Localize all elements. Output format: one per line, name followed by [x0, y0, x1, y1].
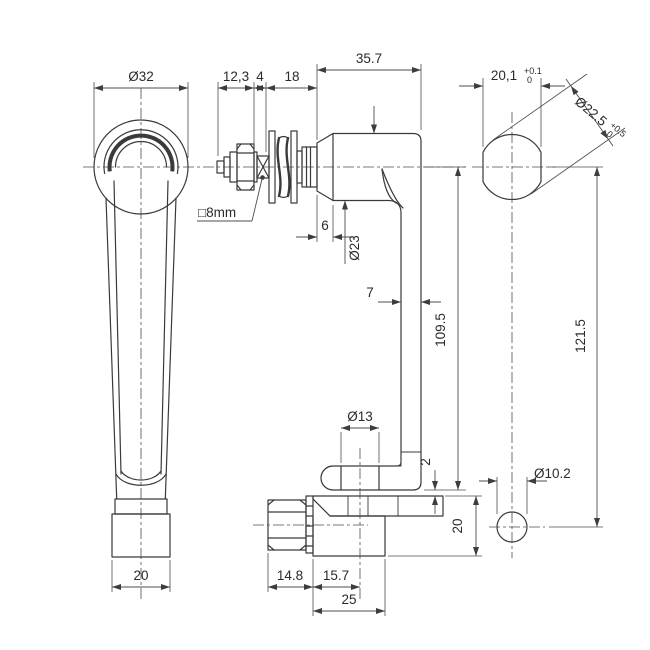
label-square-spindle: □8mm [198, 205, 236, 220]
handle-head-outline [93, 119, 189, 215]
dim-across-flats-tol-plus: +0.1 [524, 66, 542, 76]
handle-grip-arc [107, 133, 175, 172]
panel-cutout-shape [482, 133, 542, 201]
dim-stack-group: 12,3 4 18 [217, 64, 318, 156]
washer-front [268, 130, 276, 204]
dim-body-depth-group: 35.7 [317, 51, 422, 130]
dim-boss-diameter: Ø13 [347, 409, 373, 424]
handle-head-inner-arc [103, 129, 179, 174]
dim-across-flats-tol-zero: 0 [527, 75, 532, 85]
dim-hole-distance-group: 121.5 [548, 166, 603, 528]
wave-washer [276, 135, 291, 199]
dim-cam-stack-height: 20 [450, 518, 465, 533]
dim-foot-offsets-group: 14.8 15.7 [267, 553, 360, 616]
dim-nut-width: 14.8 [277, 568, 303, 583]
dim-across-flats-group: 20,1 +0.1 0 [459, 66, 565, 147]
handle-foot-section [320, 451, 422, 491]
square-spindle-callout: □8mm [197, 175, 265, 222]
dim-neck-length: 18 [284, 69, 299, 84]
dim-head-diameter-group: Ø32 [93, 69, 189, 158]
side-view: 12,3 4 18 35.7 □8mm 6 [197, 51, 482, 616]
dim-bezel-depth: 6 [321, 218, 329, 233]
dim-body-diameter-group: Ø23 [342, 106, 377, 264]
arm-fillet-curve [381, 168, 397, 204]
dim-head-diameter: Ø32 [128, 69, 154, 84]
dim-thread-length: 12,3 [223, 69, 249, 84]
dim-cam-stack-group: 20 [388, 496, 482, 557]
cutout-view: 20,1 +0.1 0 Ø22.5 +0.5 0 121.5 [459, 66, 628, 558]
dim-cutout-tol-zero: 0 [605, 129, 615, 140]
adjust-nut [267, 495, 314, 554]
handle-knob [111, 498, 171, 558]
dim-arm-thickness-group: 7 [366, 285, 441, 305]
dim-foot-depth-group: 25 [313, 559, 386, 616]
dim-foot-depth: 25 [341, 592, 356, 607]
dim-body-diameter: Ø23 [347, 235, 362, 261]
dim-square-section: 4 [256, 69, 264, 84]
dim-cam-gap: 2 [418, 458, 433, 466]
dim-cam-gap-group: 2 [418, 458, 482, 514]
dim-boss-diameter-group: Ø13 [340, 409, 380, 463]
dim-body-depth: 35.7 [356, 51, 382, 66]
dim-knob-width-group: 20 [111, 560, 171, 592]
dim-arm-thickness: 7 [366, 285, 374, 300]
dim-axis-offset: 15.7 [323, 568, 349, 583]
dim-across-flats: 20,1 [491, 68, 517, 83]
dim-hole-distance: 121.5 [573, 319, 588, 353]
handle-grip-inner-arc [114, 140, 168, 168]
lock-body [316, 132, 422, 491]
cam-plate-section [312, 495, 444, 517]
dim-knob-width: 20 [133, 568, 148, 583]
dim-bezel-depth-group: 6 [296, 195, 354, 242]
dim-hole-diameter: Ø10.2 [534, 466, 571, 481]
dim-arm-length: 109.5 [433, 313, 448, 347]
handle-lever [105, 180, 177, 500]
dim-arm-length-group: 109.5 [424, 166, 466, 491]
spindle-nut-stack [216, 130, 318, 204]
serrated-washer [305, 495, 314, 554]
knob-side-profile [312, 515, 386, 557]
front-view: Ø32 20 [83, 69, 466, 602]
dim-cutout-diameter: Ø22.5 [572, 94, 610, 129]
mounting-hole: Ø10.2 [479, 466, 571, 543]
